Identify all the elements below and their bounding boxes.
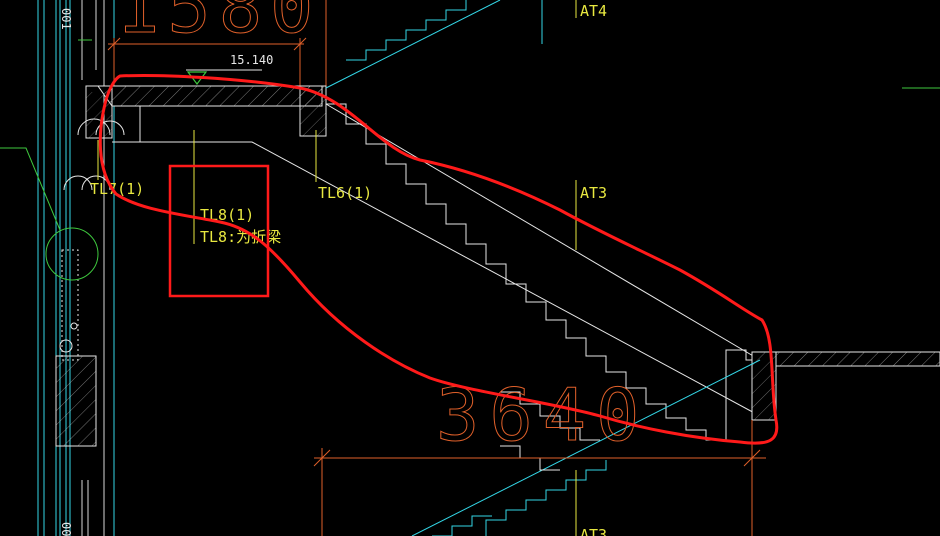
label-tl7: TL7(1) bbox=[90, 180, 144, 198]
red-highlight-box bbox=[168, 164, 270, 298]
label-tl8-line1: TL8(1) bbox=[200, 206, 254, 224]
stair-flight-treads bbox=[325, 103, 776, 441]
dimension-line-top bbox=[107, 0, 327, 88]
green-callout bbox=[0, 39, 940, 281]
label-at4: AT4 bbox=[580, 2, 607, 20]
label-tl6: TL6(1) bbox=[318, 184, 372, 202]
label-at3: AT3 bbox=[580, 184, 607, 202]
left-wall-white-lines bbox=[81, 0, 105, 536]
yellow-leaders bbox=[97, 0, 577, 536]
stair-flight-hatch bbox=[322, 108, 760, 416]
dimension-text-bottom: 3640 bbox=[436, 373, 649, 457]
red-freehand-annotation bbox=[98, 74, 779, 445]
edge-label-top: 001 bbox=[59, 8, 73, 30]
edge-label-bottom: 001 bbox=[59, 522, 73, 536]
cyan-stair-lines bbox=[325, 0, 761, 536]
lower-landing-slab bbox=[751, 351, 940, 421]
dimension-text-top: 1580 bbox=[116, 0, 321, 49]
dimension-line-bottom bbox=[313, 420, 766, 536]
elevation-marker: 15.140 bbox=[186, 53, 273, 85]
left-wall-lines bbox=[37, 0, 115, 536]
upper-landing-slab bbox=[97, 85, 327, 137]
elevation-text: 15.140 bbox=[230, 53, 273, 67]
label-at3-bottom: AT3 bbox=[580, 526, 607, 536]
left-column-hatch bbox=[55, 249, 97, 447]
